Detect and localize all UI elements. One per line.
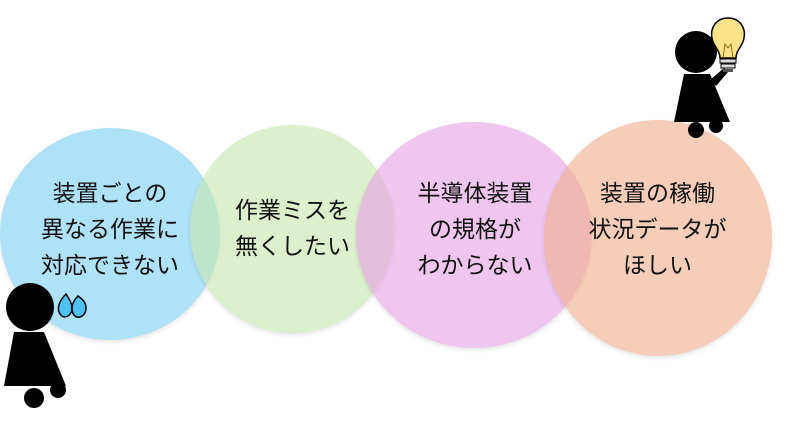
label-problem-4: 装置の稼働 状況データが ほしい	[560, 176, 755, 284]
label-problem-2: 作業ミスを 無くしたい	[205, 193, 380, 265]
troubled-person-icon	[4, 283, 87, 408]
label-line: 作業ミスを	[235, 198, 350, 224]
label-line: ほしい	[623, 253, 692, 279]
label-line: の規格が	[429, 217, 521, 243]
label-line: わからない	[417, 253, 533, 279]
label-line: 対応できない	[41, 253, 179, 279]
light-bulb-icon	[710, 17, 746, 72]
circle-problem-4	[544, 120, 772, 356]
label-line: 半導体装置	[417, 181, 533, 207]
idea-person-icon	[674, 17, 746, 138]
label-line: 無くしたい	[235, 234, 350, 260]
label-line: 装置の稼働	[600, 181, 715, 207]
sweat-drops-icon	[57, 292, 87, 318]
label-line: 装置ごとの	[52, 181, 168, 207]
label-problem-3: 半導体装置 の規格が わからない	[380, 176, 570, 284]
label-line: 異なる作業に	[41, 217, 179, 243]
label-problem-1: 装置ごとの 異なる作業に 対応できない	[20, 176, 200, 284]
label-line: 状況データが	[588, 217, 727, 243]
